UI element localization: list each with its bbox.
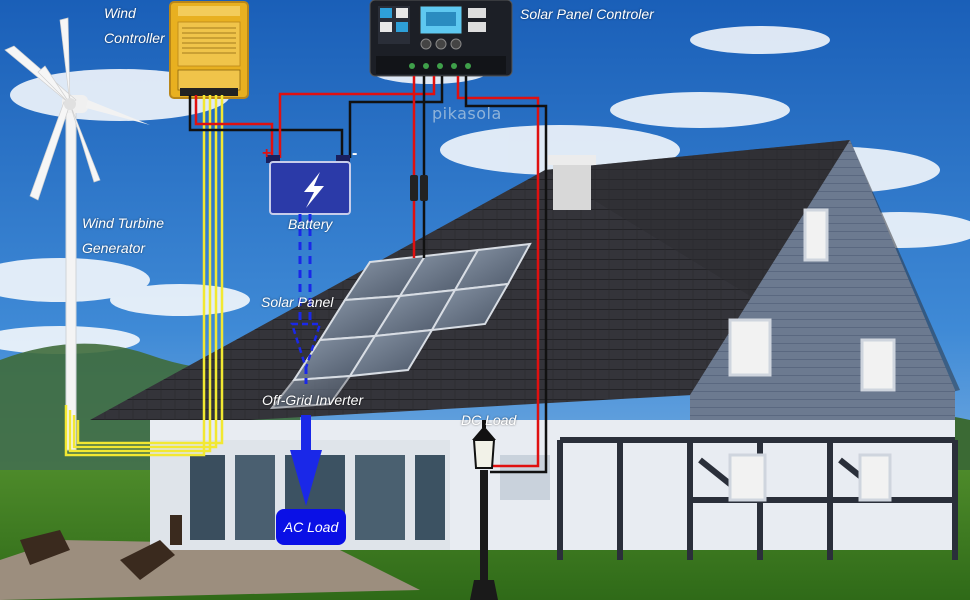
turbine-tower <box>66 110 76 450</box>
ac-arrow-shaft <box>301 415 311 455</box>
battery <box>266 155 350 214</box>
battery-plus-sign: + <box>262 145 271 162</box>
brand-logo: pikasola <box>432 104 502 123</box>
ac-load-box: AC Load <box>276 509 346 545</box>
battery-minus-sign: - <box>352 145 357 162</box>
wind-controller-label-line1: Wind <box>104 5 136 22</box>
solar-controller-label: Solar Panel Controler <box>520 6 654 23</box>
inverter-label: Off-Grid Inverter <box>262 392 363 409</box>
dc-load-label: DC Load <box>461 412 516 429</box>
solar-controller <box>370 0 512 76</box>
ac-load-label: AC Load <box>284 519 338 535</box>
chimney <box>553 160 591 210</box>
wind-turbine-label-line1: Wind Turbine <box>82 215 164 232</box>
wind-controller <box>170 2 248 98</box>
wind-controller-label-line2: Controller <box>104 30 165 47</box>
solar-panel-label: Solar Panel <box>261 294 333 311</box>
wind-turbine-label-line2: Generator <box>82 240 145 257</box>
battery-label: Battery <box>288 216 332 233</box>
